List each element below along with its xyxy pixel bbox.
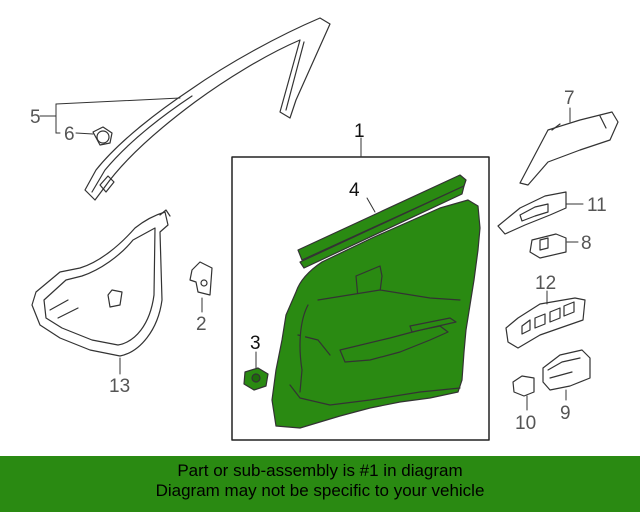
weatherstrip	[297, 174, 467, 269]
callout-6: 6	[64, 124, 75, 145]
door-trim-panel	[271, 199, 481, 429]
leader-lines	[39, 97, 584, 411]
callout-3: 3	[250, 333, 261, 354]
callout-13: 13	[109, 376, 130, 397]
bracket-part	[189, 261, 213, 296]
clip-part	[92, 126, 113, 146]
retainer-clip	[243, 367, 269, 391]
callout-10: 10	[515, 413, 536, 434]
banner-line-2: Diagram may not be specific to your vehi…	[155, 481, 485, 500]
callout-7: 7	[564, 88, 575, 109]
switch-part-9	[542, 349, 591, 391]
switch-part-8	[529, 233, 567, 259]
callout-2: 2	[196, 314, 207, 335]
callout-4: 4	[349, 180, 360, 201]
callout-8: 8	[581, 233, 592, 254]
callout-5: 5	[30, 107, 41, 128]
switch-bezel	[497, 191, 567, 235]
info-banner: Part or sub-assembly is #1 in diagram Di…	[0, 456, 640, 512]
switch-part-10	[512, 375, 535, 397]
callout-11: 11	[587, 195, 607, 216]
callout-9: 9	[560, 403, 571, 424]
callout-1: 1	[354, 121, 365, 142]
callout-12: 12	[535, 273, 556, 294]
door-liner	[31, 209, 171, 357]
armrest-cover	[519, 111, 619, 186]
master-switch	[505, 297, 586, 349]
banner-line-1: Part or sub-assembly is #1 in diagram	[177, 461, 463, 480]
window-frame-molding	[84, 17, 331, 201]
